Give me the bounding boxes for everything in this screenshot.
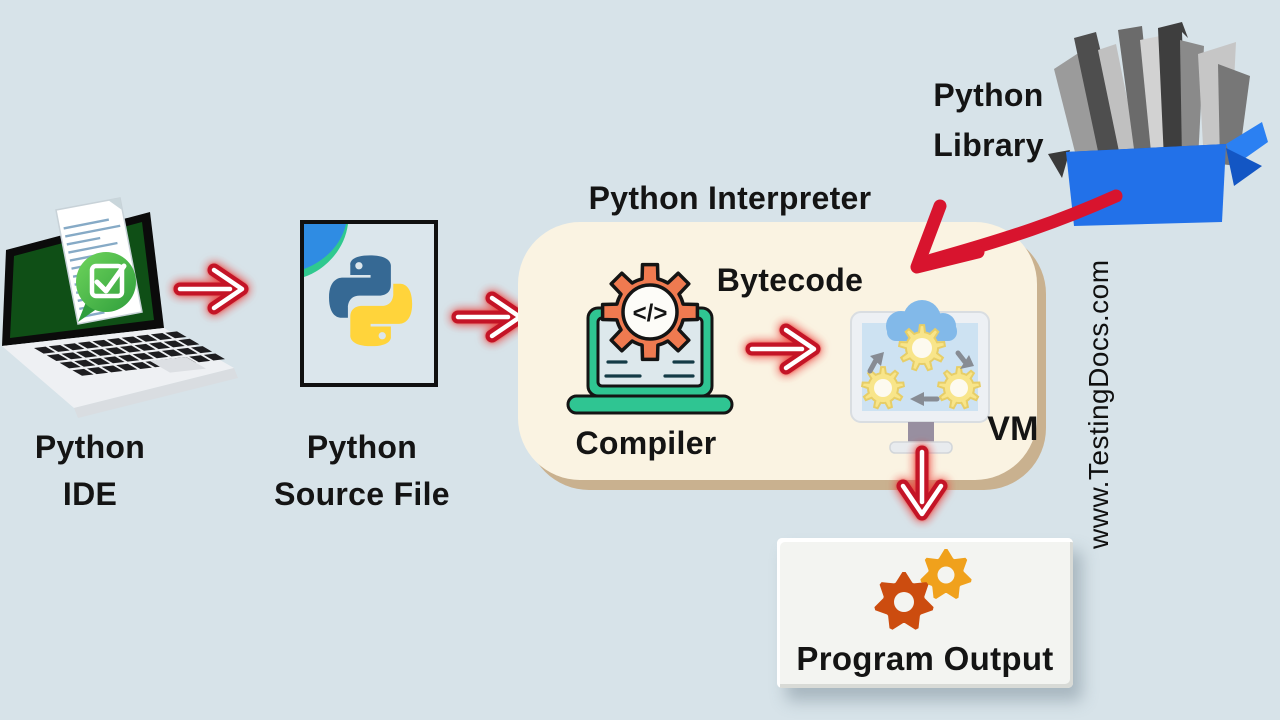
laptop-front-edge [74,368,238,418]
python-library-icon [1048,22,1268,226]
monitor-stand [908,422,934,442]
compiler-icon: </> [566,262,734,415]
code-gear-icon: </> [600,262,700,362]
python-ide-label-line1: Python [34,429,146,465]
cloud-icon [886,300,957,341]
program-output-label: Program Output [796,640,1054,677]
arrow-library-to-interpreter [910,189,1123,274]
python-interpreter-title: Python Interpreter [588,180,872,216]
file-corner-fold-icon [304,224,348,277]
python-ide-label: Python IDE [10,424,170,518]
checkmark-badge-icon [76,252,136,322]
bytecode-label: Bytecode [716,262,864,298]
python-source-file-label-line2: Source File [274,476,450,512]
laptop-touchpad [150,357,206,373]
program-output-box: Program Output [777,538,1073,688]
vm-label: VM [987,410,1039,448]
laptop-keys [34,331,225,376]
document-fold [108,198,122,210]
arrow-vm-to-output [896,445,948,521]
python-library-label-line1: Python [933,77,1044,113]
cycle-arrows-icon [867,350,974,406]
python-ide-icon [2,197,238,418]
books-icons [1054,22,1250,172]
python-source-file-icon [300,220,438,387]
python-source-file-label: Python Source File [262,424,462,518]
python-library-label: Python Library [906,70,1071,170]
python-ide-label-line2: IDE [62,476,118,512]
python-logo-icon [329,255,413,347]
arrow-ide-to-source [173,263,249,315]
code-glyph: </> [633,300,668,327]
compiler-label: Compiler [575,425,717,461]
python-library-label-line2: Library [933,127,1044,163]
vm-icon [850,300,990,454]
output-gears-icon [874,549,972,630]
arrow-compiler-to-vm [745,323,821,375]
python-source-file-label-line1: Python [306,429,418,465]
testingdocs-watermark: www.TestingDocs.com [1083,259,1114,549]
vm-gears-icon [860,324,982,410]
